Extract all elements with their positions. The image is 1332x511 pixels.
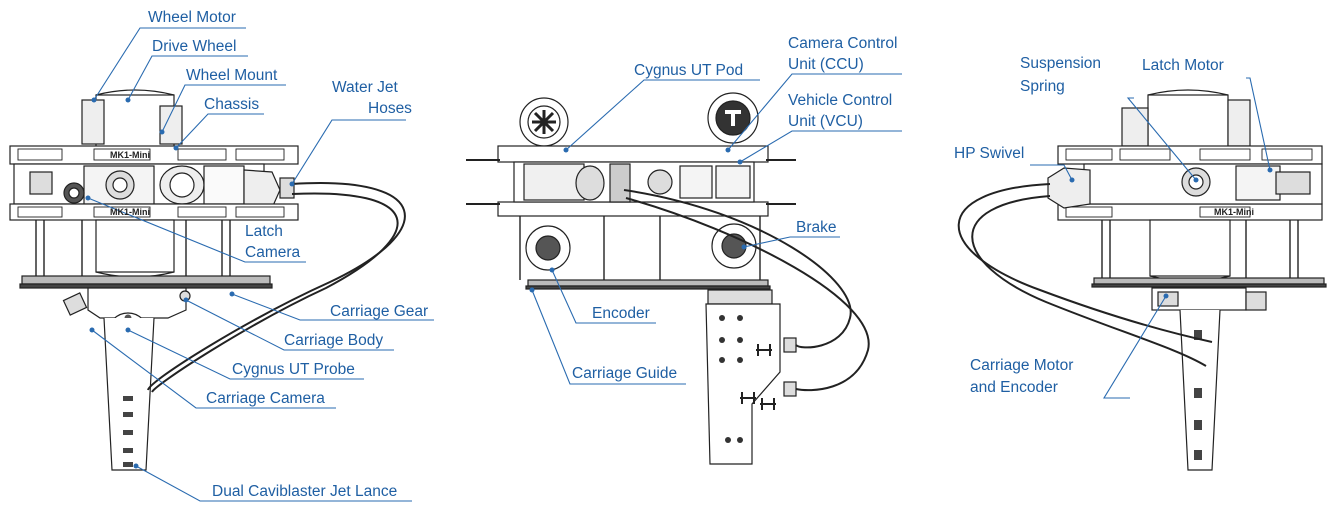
label-wheel-mount: Wheel Mount (186, 67, 278, 84)
label-carriage-gear: Carriage Gear (330, 303, 429, 320)
label-carriage-body: Carriage Body (284, 332, 384, 349)
label-hp-swivel: HP Swivel (954, 145, 1025, 162)
left-vehicle-drawing (9, 89, 406, 471)
label-suspension-spring-line1: Suspension (1020, 55, 1102, 72)
right-vehicle-drawing (957, 89, 1327, 471)
leader-lines (87, 27, 1271, 502)
chassis-lettering-top: MK1-Mini (110, 150, 150, 160)
chassis-lettering-bottom: MK1-Mini (110, 207, 150, 217)
label-ccu-line1: Camera Control (788, 35, 898, 52)
leader-dots (85, 97, 1273, 469)
label-latch-motor: Latch Motor (1142, 57, 1224, 74)
label-vcu-line1: Vehicle Control (788, 92, 893, 109)
label-drive-wheel: Drive Wheel (152, 38, 237, 55)
label-ccu-line2: Unit (CCU) (788, 56, 864, 73)
label-latch-camera-line1: Latch (245, 223, 283, 240)
label-cygnus-ut-probe: Cygnus UT Probe (232, 361, 355, 378)
label-jet-lance: Dual Caviblaster Jet Lance (212, 483, 398, 500)
label-chassis: Chassis (204, 96, 260, 113)
center-vehicle-drawing (466, 92, 870, 465)
label-carriage-motor-line1: Carriage Motor (970, 357, 1074, 374)
label-suspension-spring-line2: Spring (1020, 78, 1065, 95)
label-carriage-guide: Carriage Guide (572, 365, 678, 382)
label-latch-camera-line2: Camera (245, 244, 301, 261)
label-brake: Brake (796, 219, 837, 236)
label-water-jet-hoses-line1: Water Jet (332, 79, 398, 96)
right-chassis-lettering: MK1-Mini (1214, 207, 1254, 217)
label-vcu-line2: Unit (VCU) (788, 113, 863, 130)
label-water-jet-hoses-line2: Hoses (368, 100, 412, 117)
label-carriage-camera: Carriage Camera (206, 390, 325, 407)
label-encoder: Encoder (592, 305, 650, 322)
label-carriage-motor-line2: and Encoder (970, 379, 1058, 396)
label-wheel-motor: Wheel Motor (148, 9, 236, 26)
label-cygnus-ut-pod: Cygnus UT Pod (634, 62, 744, 79)
